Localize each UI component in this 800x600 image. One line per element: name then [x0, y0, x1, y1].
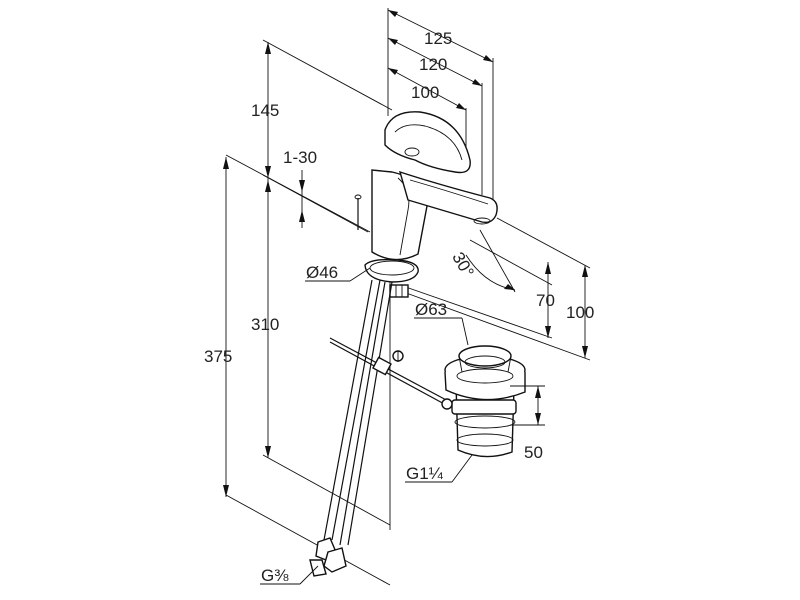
- faucet-body: [354, 111, 498, 298]
- dim-120-label: 120: [419, 55, 447, 74]
- dim-1-30-label: 1-30: [283, 148, 317, 167]
- dim-d63-label: Ø63: [415, 300, 447, 319]
- leader-lines: [260, 267, 473, 585]
- drain-valve: [441, 345, 526, 458]
- dim-145-label: 145: [251, 101, 279, 120]
- thread-g38-label: G⅜: [261, 566, 289, 585]
- angle-30-label: 30°: [448, 249, 477, 281]
- right-dimension-group: [397, 217, 591, 361]
- left-dimension-group: [223, 39, 393, 586]
- dim-d46-label: Ø46: [306, 263, 338, 282]
- drain-dimension: [510, 385, 545, 426]
- dim-125-label: 125: [424, 29, 452, 48]
- dim-375-label: 375: [204, 347, 232, 366]
- dim-50-label: 50: [524, 443, 543, 462]
- angle-indicator: [465, 229, 516, 293]
- thread-g114-label: G1¼: [406, 464, 444, 483]
- dim-70-label: 70: [536, 291, 555, 310]
- dim-100-top-label: 100: [411, 83, 439, 102]
- dim-100-right-label: 100: [566, 303, 594, 322]
- dim-310-label: 310: [251, 315, 279, 334]
- drain-pull-rod: [329, 337, 451, 407]
- top-dimension-group: [387, 8, 494, 210]
- supply-hoses: [309, 279, 393, 577]
